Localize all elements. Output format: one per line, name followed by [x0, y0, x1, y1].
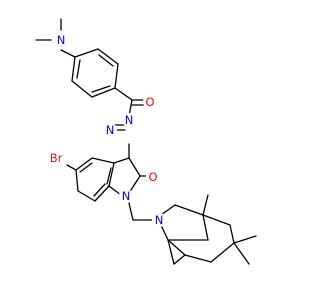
- bond: [108, 162, 115, 187]
- bond: [93, 183, 106, 197]
- bond: [60, 49, 76, 58]
- label-backdrop: [103, 123, 117, 137]
- bond: [74, 48, 99, 58]
- bond: [233, 235, 257, 244]
- bond: [94, 185, 110, 202]
- bond: [77, 190, 96, 202]
- bond: [210, 242, 235, 263]
- bond: [202, 194, 209, 216]
- bond: [106, 167, 112, 185]
- azo-nitrogen-2-label: N: [106, 123, 115, 137]
- bond: [75, 157, 93, 171]
- bond: [167, 239, 186, 256]
- bond: [128, 175, 141, 194]
- bond: [79, 162, 93, 173]
- label-backdrop: [143, 95, 157, 109]
- bond: [127, 198, 134, 221]
- bond: [75, 169, 79, 192]
- label-backdrop: [119, 189, 133, 203]
- bond: [184, 254, 212, 263]
- indole-nitrogen-label: N: [122, 189, 131, 203]
- bond: [202, 214, 209, 241]
- bond: [91, 157, 115, 164]
- bond: [114, 87, 133, 101]
- bond-layer: [35, 18, 257, 265]
- bond: [66, 164, 77, 171]
- azo-nitrogen-1-label: N: [125, 113, 134, 127]
- bond: [229, 224, 235, 244]
- bond: [114, 63, 119, 89]
- bond: [160, 224, 169, 241]
- lactam-oxygen-label: O: [148, 170, 157, 184]
- bond: [108, 185, 122, 196]
- bond: [160, 204, 176, 216]
- label-backdrop: [122, 113, 136, 127]
- bond: [113, 157, 130, 164]
- bond: [174, 204, 204, 216]
- atom-labels: N O N N Br O N N: [46, 33, 166, 227]
- label-backdrop: [152, 213, 166, 227]
- label-backdrop: [46, 152, 65, 165]
- carbonyl-oxygen-label: O: [145, 95, 154, 109]
- bond: [71, 56, 76, 82]
- bicyclic-nitrogen-label: N: [155, 213, 164, 227]
- label-backdrop: [146, 170, 160, 184]
- bond: [167, 239, 175, 265]
- bromine-label: Br: [50, 151, 63, 165]
- bond: [98, 54, 114, 67]
- bond: [202, 214, 231, 226]
- label-backdrop: [54, 33, 68, 47]
- bond: [91, 85, 111, 93]
- bond: [233, 242, 250, 265]
- bond: [97, 48, 119, 65]
- bond: [71, 80, 93, 98]
- amine-nitrogen-label: N: [57, 33, 66, 47]
- bond: [128, 157, 141, 177]
- molecule-structure: N O N N Br O N N: [35, 18, 257, 265]
- bond: [91, 87, 116, 98]
- molecule-diagram: N O N N Br O N N: [35, 18, 257, 265]
- bond: [76, 59, 81, 79]
- bond: [173, 254, 186, 265]
